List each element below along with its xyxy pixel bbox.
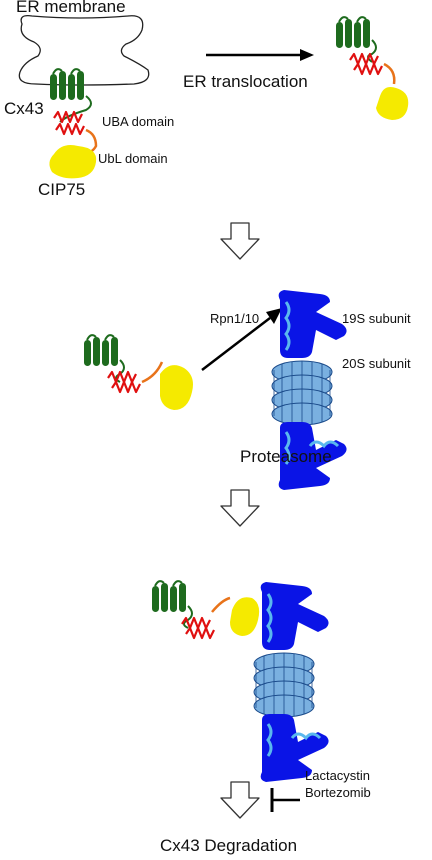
- uba-domain-label: UBA domain: [102, 114, 175, 129]
- translocated-cx43-cip75: [335, 16, 409, 120]
- down-arrow-1: [220, 222, 260, 260]
- er-translocation-label: ER translocation: [183, 72, 308, 91]
- down-arrow-2: [220, 489, 260, 527]
- cx43-label: Cx43: [4, 99, 44, 118]
- proteasome-label: Proteasome: [240, 447, 332, 466]
- bortezomib-label: Bortezomib: [305, 785, 371, 800]
- 19s-subunit-label: 19S subunit: [342, 311, 411, 326]
- cip75-linker: [85, 128, 98, 154]
- rpn-binding-arrow: [201, 308, 282, 371]
- cx43-tail: [59, 95, 92, 123]
- down-arrow-3: [220, 781, 260, 819]
- er-translocation-arrow: [206, 49, 314, 61]
- proteasome-2: [252, 580, 331, 784]
- cip75-label: CIP75: [38, 180, 86, 199]
- er-membrane-label: ER membrane: [16, 0, 126, 16]
- lactacystin-label: Lactacystin: [305, 768, 371, 783]
- er-membrane: [18, 15, 150, 86]
- rpn-label: Rpn1/10: [210, 311, 260, 326]
- ubl-domain-label: UbL domain: [98, 151, 168, 166]
- 20s-subunit-label: 20S subunit: [342, 356, 411, 371]
- inhibition-bar: [270, 788, 300, 812]
- bound-cx43-cip75: [151, 580, 260, 640]
- ubl-domain: [49, 145, 97, 179]
- free-cx43-cip75: [83, 334, 193, 410]
- degradation-label: Cx43 Degradation: [160, 836, 298, 855]
